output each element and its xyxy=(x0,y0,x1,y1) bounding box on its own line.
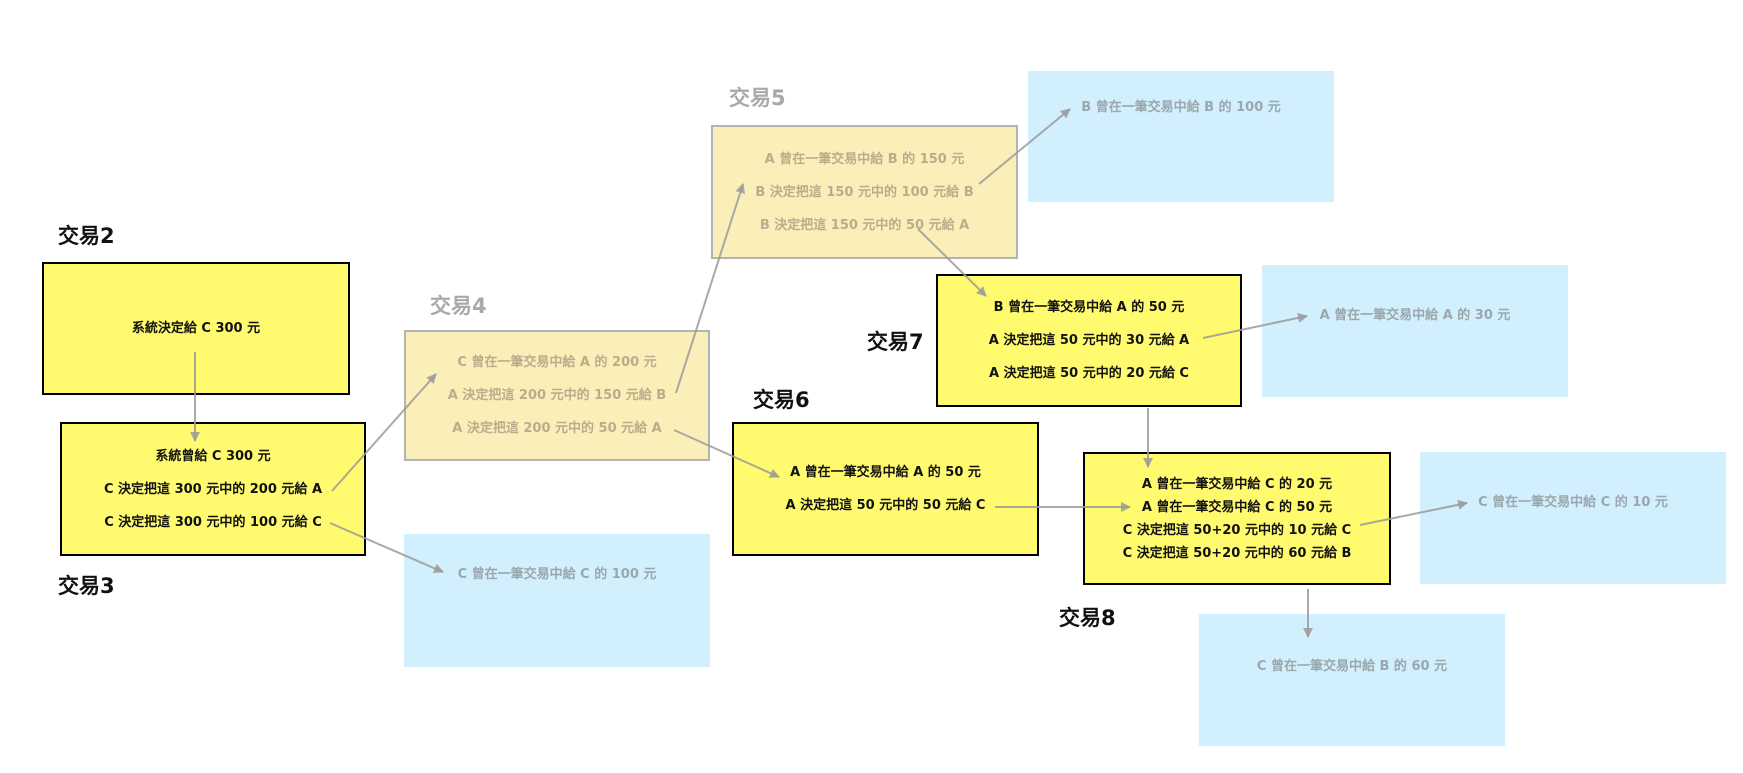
tx7-line: A 決定把這 50 元中的 30 元給 A xyxy=(988,333,1190,348)
tx4-label: 交易4 xyxy=(430,294,487,318)
utxo-c60: C 曾在一筆交易中給 B 的 60 元 xyxy=(1199,614,1505,746)
utxo-text: B 曾在一筆交易中給 B 的 100 元 xyxy=(1081,100,1281,115)
tx7-line: A 決定把這 50 元中的 20 元給 C xyxy=(989,366,1189,381)
tx8-line: A 曾在一筆交易中給 C 的 20 元 xyxy=(1141,476,1333,492)
utxo-b100: B 曾在一筆交易中給 B 的 100 元 xyxy=(1028,71,1334,202)
utxo-c10: C 曾在一筆交易中給 C 的 10 元 xyxy=(1420,452,1726,584)
tx2-box: 系統決定給 C 300 元 xyxy=(42,262,350,395)
tx7-box: B 曾在一筆交易中給 A 的 50 元 A 決定把這 50 元中的 30 元給 … xyxy=(936,274,1242,407)
tx7-line: B 曾在一筆交易中給 A 的 50 元 xyxy=(993,300,1185,315)
utxo-text: C 曾在一筆交易中給 B 的 60 元 xyxy=(1256,659,1448,674)
tx5-line: B 決定把這 150 元中的 100 元給 B xyxy=(755,184,974,200)
tx8-line: C 決定把這 50+20 元中的 10 元給 C xyxy=(1122,522,1352,538)
tx7-label: 交易7 xyxy=(867,330,924,354)
tx3-line: C 決定把這 300 元中的 200 元給 A xyxy=(103,481,323,497)
tx3-box: 系統曾給 C 300 元 C 決定把這 300 元中的 200 元給 A C 決… xyxy=(60,422,366,556)
tx6-line: A 曾在一筆交易中給 A 的 50 元 xyxy=(790,465,981,480)
tx5-line: B 決定把這 150 元中的 50 元給 A xyxy=(759,217,970,233)
tx3-line: 系統曾給 C 300 元 xyxy=(155,448,271,464)
tx6-label: 交易6 xyxy=(753,388,810,412)
tx4-box: C 曾在一筆交易中給 A 的 200 元 A 決定把這 200 元中的 150 … xyxy=(404,330,710,461)
tx4-line: A 決定把這 200 元中的 50 元給 A xyxy=(452,421,662,436)
tx4-line: C 曾在一筆交易中給 A 的 200 元 xyxy=(457,355,657,370)
tx2-label: 交易2 xyxy=(58,224,115,248)
utxo-a30: A 曾在一筆交易中給 A 的 30 元 xyxy=(1262,265,1568,397)
tx5-box: A 曾在一筆交易中給 B 的 150 元 B 決定把這 150 元中的 100 … xyxy=(711,125,1018,259)
tx4-line: A 決定把這 200 元中的 150 元給 B xyxy=(447,388,667,403)
utxo-text: C 曾在一筆交易中給 C 的 10 元 xyxy=(1478,495,1668,510)
tx5-line: A 曾在一筆交易中給 B 的 150 元 xyxy=(764,151,965,167)
tx6-line: A 決定把這 50 元中的 50 元給 C xyxy=(785,498,986,513)
tx8-line: A 曾在一筆交易中給 C 的 50 元 xyxy=(1141,499,1333,515)
tx8-box: A 曾在一筆交易中給 C 的 20 元 A 曾在一筆交易中給 C 的 50 元 … xyxy=(1083,452,1391,585)
utxo-text: C 曾在一筆交易中給 C 的 100 元 xyxy=(457,567,657,582)
tx5-label: 交易5 xyxy=(729,86,786,110)
utxo-c100: C 曾在一筆交易中給 C 的 100 元 xyxy=(404,534,710,667)
utxo-text: A 曾在一筆交易中給 A 的 30 元 xyxy=(1319,308,1511,323)
tx3-label: 交易3 xyxy=(58,574,115,598)
tx8-line: C 決定把這 50+20 元中的 60 元給 B xyxy=(1122,545,1352,561)
tx2-line: 系統決定給 C 300 元 xyxy=(131,321,261,336)
tx8-label: 交易8 xyxy=(1059,606,1116,630)
tx3-line: C 決定把這 300 元中的 100 元給 C xyxy=(104,514,322,530)
tx6-box: A 曾在一筆交易中給 A 的 50 元 A 決定把這 50 元中的 50 元給 … xyxy=(732,422,1039,556)
